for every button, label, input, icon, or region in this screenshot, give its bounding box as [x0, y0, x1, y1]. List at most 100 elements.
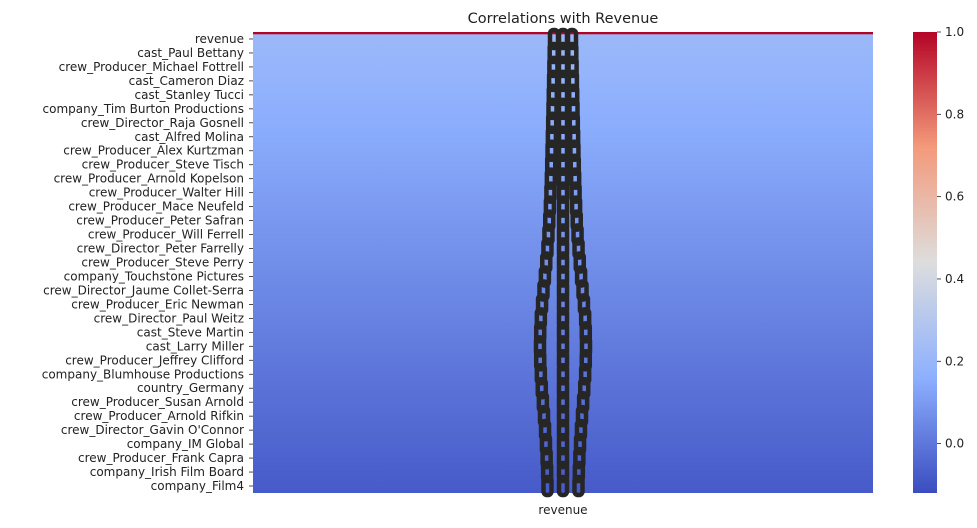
- colorbar-tick-label: 0.0: [945, 437, 964, 451]
- annotation-glyph: [579, 335, 593, 358]
- row-label: crew_Producer_Michael Fottrell: [59, 60, 244, 74]
- annotation-glyph: [556, 181, 570, 204]
- annotation-glyph: [538, 418, 552, 442]
- annotation-glyph: [566, 69, 580, 93]
- annotation-glyph: [556, 432, 570, 456]
- row-label: crew_Director_Paul Weitz: [94, 311, 244, 325]
- annotation-glyph: [577, 293, 591, 316]
- row-label: cast_Larry Miller: [146, 339, 244, 353]
- annotation-glyph: [556, 335, 570, 358]
- annotation-glyph: [574, 418, 588, 442]
- colorbar-tick-label: 0.2: [945, 354, 964, 368]
- colorbar-tick-label: 0.8: [945, 107, 964, 121]
- annotation-glyph: [556, 195, 570, 218]
- colorbar-gradient: [913, 32, 937, 493]
- annotation-glyph: [566, 41, 579, 65]
- cell-annotations: [533, 27, 593, 498]
- annotation-glyph: [535, 293, 549, 316]
- row-label: company_Film4: [151, 479, 244, 493]
- annotation-glyph: [569, 181, 582, 204]
- annotation-glyph: [556, 321, 570, 344]
- annotation-glyph: [556, 153, 570, 176]
- annotation-glyph: [578, 307, 592, 330]
- row-label: crew_Producer_Eric Newman: [71, 297, 244, 311]
- annotation-glyph: [570, 209, 583, 232]
- annotation-glyph: [556, 418, 570, 442]
- row-label: cast_Steve Martin: [137, 325, 244, 339]
- annotation-glyph: [556, 349, 570, 372]
- row-label: revenue: [195, 32, 244, 46]
- annotation-glyph: [573, 251, 586, 274]
- row-label: company_Irish Film Board: [90, 465, 244, 479]
- annotation-glyph: [556, 97, 570, 121]
- annotation-glyph: [545, 125, 559, 149]
- row-label: cast_Alfred Molina: [135, 130, 244, 144]
- row-label: crew_Producer_Peter Safran: [76, 214, 244, 228]
- annotation-glyph: [533, 335, 547, 358]
- annotation-glyph: [545, 111, 559, 135]
- annotation-glyph: [573, 432, 587, 456]
- annotation-glyph: [536, 390, 550, 414]
- annotation-glyph: [556, 404, 570, 428]
- row-label: crew_Producer_Frank Capra: [78, 451, 244, 465]
- row-label: crew_Director_Raja Gosnell: [81, 116, 244, 130]
- annotation-glyph: [567, 125, 581, 149]
- row-label: crew_Producer_Alex Kurtzman: [63, 144, 244, 158]
- annotation-glyph: [534, 307, 548, 330]
- annotation-glyph: [569, 195, 583, 218]
- annotation-glyph: [567, 97, 580, 121]
- x-tick-label: revenue: [538, 503, 587, 517]
- annotation-glyph: [535, 376, 549, 400]
- row-label: company_IM Global: [127, 437, 244, 451]
- annotation-glyph: [537, 279, 550, 302]
- annotation-glyph: [573, 446, 586, 470]
- annotation-glyph: [574, 265, 588, 288]
- annotation-glyph: [572, 474, 585, 498]
- row-label: crew_Director_Jaume Collet-Serra: [43, 283, 244, 297]
- annotation-glyph: [544, 153, 558, 176]
- row-label: cast_Paul Bettany: [137, 46, 244, 60]
- colorbar-tick-label: 0.4: [945, 272, 964, 286]
- row-label: crew_Director_Gavin O'Connor: [61, 423, 244, 437]
- colorbar-tick-label: 1.0: [945, 25, 964, 39]
- annotation-glyph: [556, 223, 570, 246]
- annotation-glyph: [575, 404, 589, 428]
- chart-title: Correlations with Revenue: [468, 11, 659, 27]
- colorbar: 0.00.20.40.60.81.0: [913, 25, 964, 493]
- row-label: cast_Stanley Tucci: [135, 88, 244, 102]
- annotation-glyph: [568, 153, 582, 176]
- annotation-glyph: [537, 404, 551, 428]
- annotation-glyph: [556, 279, 570, 302]
- annotation-glyph: [540, 460, 554, 484]
- heatmap-cells: [253, 32, 873, 493]
- annotation-glyph: [566, 83, 580, 107]
- colorbar-ticks: 0.00.20.40.60.81.0: [937, 25, 964, 451]
- row-label: crew_Producer_Walter Hill: [89, 186, 244, 200]
- annotation-glyph: [538, 265, 552, 288]
- annotation-glyph: [539, 432, 553, 456]
- annotation-glyph: [556, 139, 570, 162]
- annotation-glyph: [565, 27, 579, 51]
- annotation-glyph: [576, 279, 589, 302]
- annotation-glyph: [556, 363, 570, 386]
- annotation-glyph: [578, 363, 592, 386]
- annotation-glyph: [556, 293, 570, 316]
- annotation-glyph: [556, 125, 570, 149]
- annotation-glyph: [543, 195, 557, 218]
- annotation-glyph: [534, 363, 548, 386]
- annotation-glyph: [541, 237, 554, 260]
- annotation-glyph: [544, 167, 558, 190]
- annotation-glyph: [568, 167, 582, 190]
- annotation-glyph: [572, 460, 586, 484]
- annotation-glyph: [579, 349, 593, 372]
- row-label: crew_Producer_Jeffrey Clifford: [65, 353, 244, 367]
- annotation-glyph: [543, 209, 556, 232]
- annotation-glyph: [542, 223, 555, 246]
- row-label: crew_Producer_Susan Arnold: [71, 395, 244, 409]
- row-label: crew_Producer_Steve Tisch: [82, 158, 244, 172]
- row-label: company_Blumhouse Productions: [42, 367, 244, 381]
- annotation-glyph: [546, 97, 559, 121]
- annotation-glyph: [579, 321, 593, 344]
- row-label: crew_Producer_Will Ferrell: [88, 228, 244, 242]
